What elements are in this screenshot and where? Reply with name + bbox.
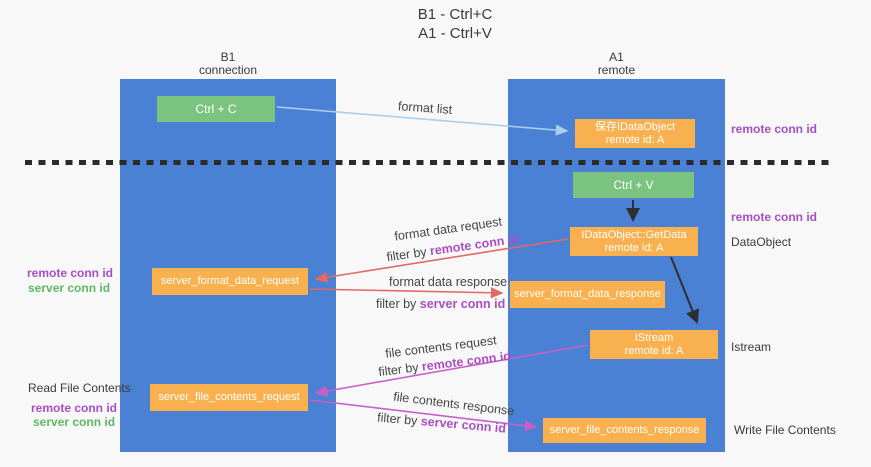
- server-file-contents-request-label: server_file_contents_request: [158, 391, 300, 403]
- server-format-data-request-label: server_format_data_request: [160, 275, 300, 287]
- filter-by-server-conn-id-label-1: filter by server conn id: [376, 297, 505, 311]
- format-data-response-label: format data response: [389, 275, 508, 289]
- lane-header-b1: B1 connection: [120, 51, 336, 77]
- ctrl-c-label: Ctrl + C: [195, 101, 237, 116]
- remote-conn-id-mid-right: remote conn id: [731, 210, 818, 224]
- node-save-idataobject: 保存IDataObject remote id: A: [575, 119, 695, 148]
- write-file-contents-label: Write File Contents: [734, 423, 836, 437]
- lane-b1-role: connection: [198, 63, 258, 77]
- title-line1: B1 - Ctrl+C: [417, 6, 493, 23]
- filter-by-text: filter by: [377, 359, 423, 380]
- diagram-title: B1 - Ctrl+C A1 - Ctrl+V: [370, 5, 540, 43]
- node-istream: IStream remote id: A: [590, 330, 718, 359]
- node-server-format-data-response: server_format_data_response: [510, 281, 665, 308]
- lane-a1-role: remote: [597, 63, 636, 77]
- filter-by-text: filter by: [376, 297, 420, 311]
- remote-conn-id-mid-left: remote conn id: [27, 266, 114, 280]
- remote-conn-id-bottom-left: remote conn id: [31, 401, 118, 415]
- getdata-line1: IDataObject::GetData: [581, 228, 687, 241]
- server-conn-id-text: server conn id: [419, 297, 506, 311]
- ctrl-v-label: Ctrl + V: [613, 177, 654, 192]
- filter-by-text: filter by: [385, 244, 431, 265]
- node-ctrl-v: Ctrl + V: [573, 172, 694, 198]
- remote-conn-id-top-right: remote conn id: [731, 122, 818, 136]
- istream-line2: remote id: A: [624, 344, 684, 357]
- arrow-format-data-response: [309, 287, 504, 299]
- node-server-format-data-request: server_format_data_request: [152, 268, 308, 295]
- istream-line1: IStream: [634, 331, 674, 344]
- save-idataobject-line2: remote id: A: [605, 133, 665, 146]
- lane-a1-name: A1: [609, 50, 624, 64]
- server-conn-id-text: server conn id: [420, 414, 507, 436]
- server-conn-id-bottom-left: server conn id: [33, 415, 116, 429]
- read-file-contents-label: Read File Contents: [28, 381, 131, 395]
- getdata-line2: remote id: A: [604, 241, 664, 254]
- format-list-label: format list: [397, 99, 453, 117]
- server-file-contents-response-label: server_file_contents_response: [549, 424, 700, 436]
- istream-side-label: Istream: [731, 340, 772, 354]
- node-ctrl-c: Ctrl + C: [157, 96, 275, 122]
- lane-header-a1: A1 remote: [508, 51, 725, 77]
- node-server-file-contents-response: server_file_contents_response: [543, 418, 706, 443]
- phase-divider-dashed-line: [25, 160, 835, 165]
- node-server-file-contents-request: server_file_contents_request: [150, 384, 308, 411]
- lane-b1-name: B1: [220, 50, 236, 64]
- server-conn-id-mid-left: server conn id: [28, 281, 111, 295]
- title-line2: A1 - Ctrl+V: [418, 25, 492, 42]
- dataobject-label: DataObject: [731, 235, 792, 249]
- server-format-data-response-label: server_format_data_response: [514, 288, 661, 300]
- node-idataobject-getdata: IDataObject::GetData remote id: A: [570, 227, 698, 256]
- save-idataobject-line1: 保存IDataObject: [594, 120, 676, 133]
- filter-by-text: filter by: [376, 410, 422, 429]
